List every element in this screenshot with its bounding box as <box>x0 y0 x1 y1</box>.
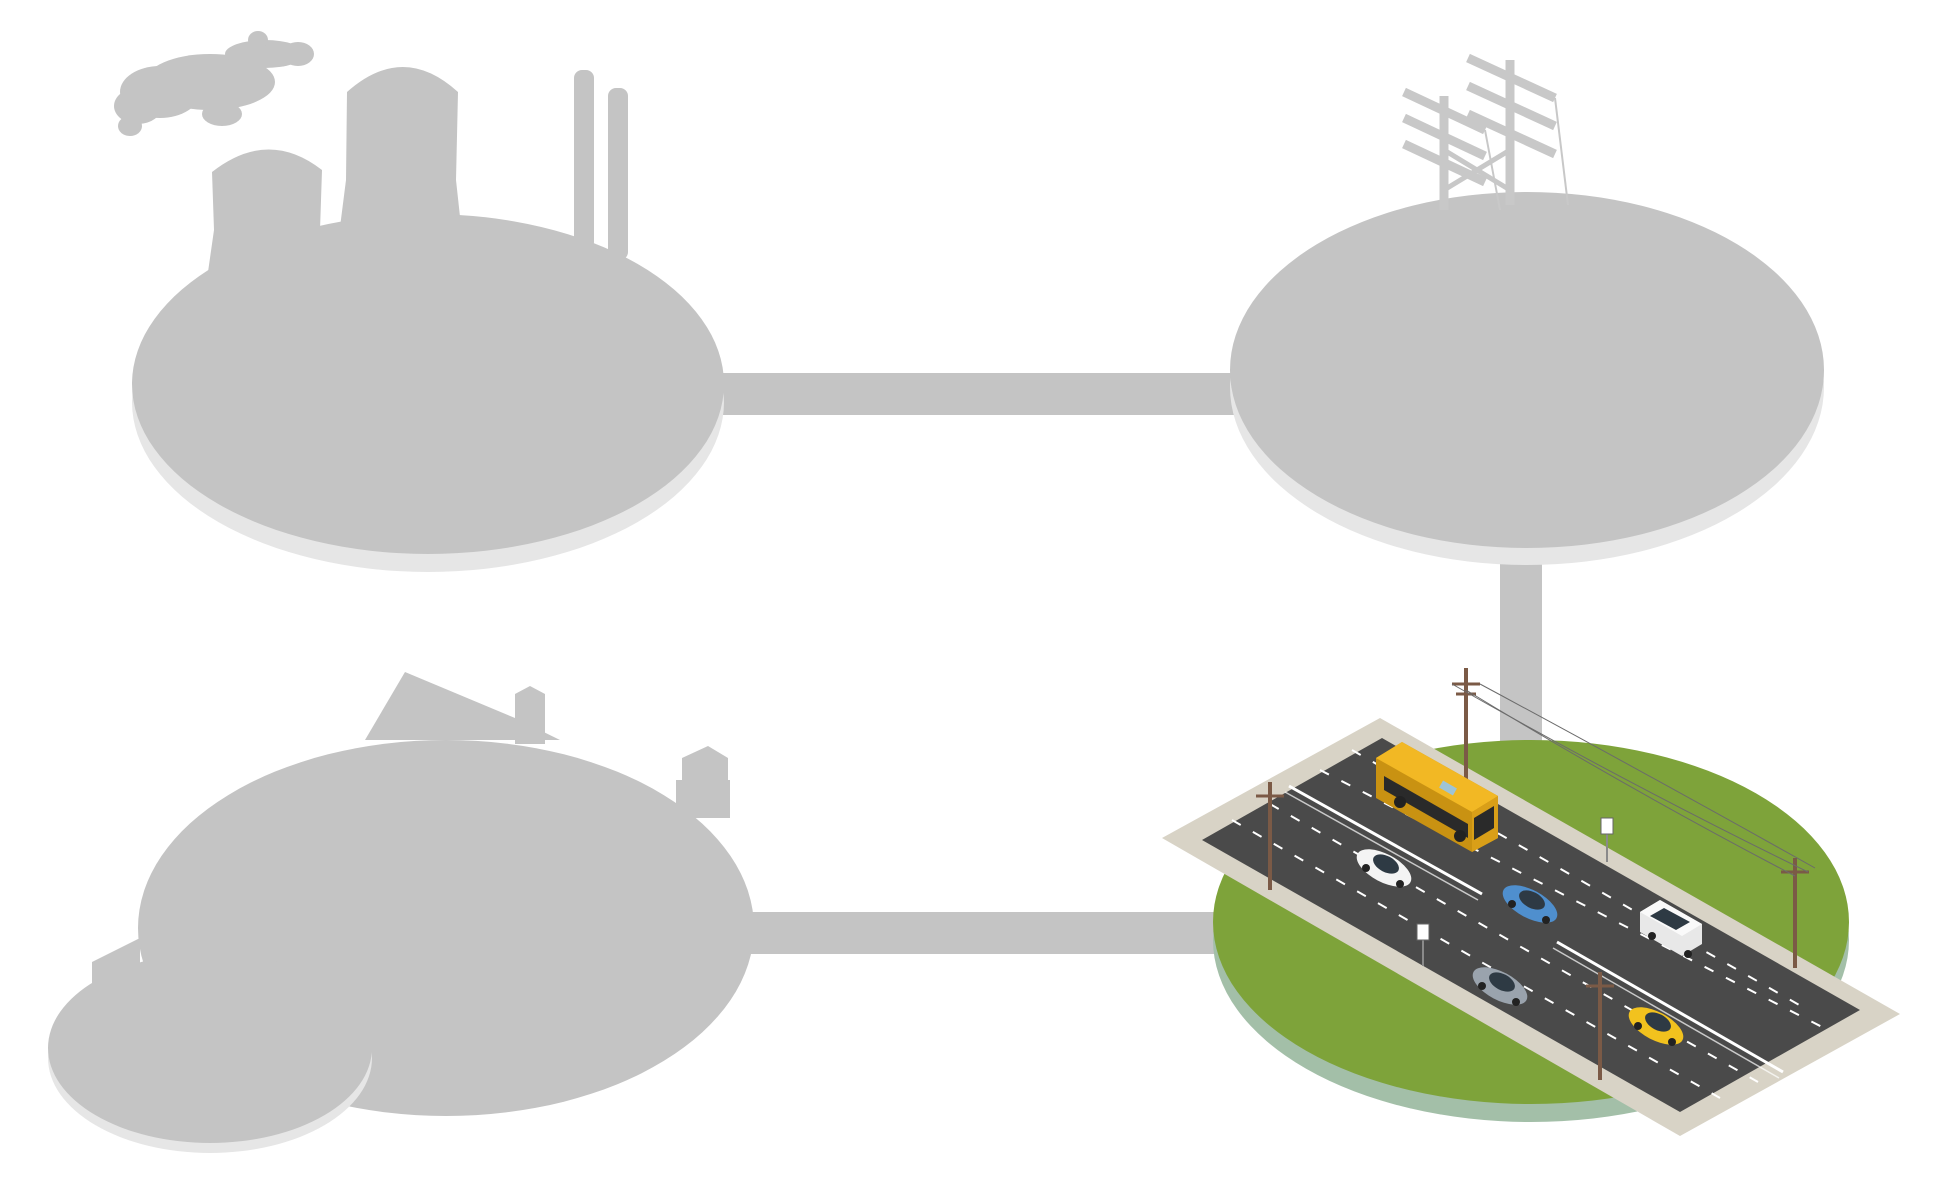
house-icon <box>92 672 730 990</box>
suv-white <box>1640 900 1702 958</box>
house-node[interactable] <box>48 672 754 1153</box>
connector-tower-to-highway <box>1500 540 1542 760</box>
road-asphalt <box>1202 738 1860 1112</box>
car-blue <box>1502 885 1558 924</box>
transmission-node[interactable] <box>1230 53 1824 565</box>
connectors <box>715 373 1542 954</box>
vehicles <box>1356 742 1702 1046</box>
lane-markings <box>1231 749 1829 1099</box>
road-signs <box>1416 817 1614 966</box>
connector-highway-to-house <box>740 912 1240 954</box>
car-white <box>1356 849 1412 888</box>
house-small-platform <box>48 953 372 1143</box>
highway-node[interactable] <box>1162 668 1900 1136</box>
lane-dividers <box>1284 784 1784 1079</box>
power-plant-node[interactable] <box>114 31 724 572</box>
highway-icon <box>1162 668 1900 1136</box>
connector-plant-to-tower <box>715 373 1245 415</box>
power-tower-icon <box>1402 53 1569 211</box>
smoke-icon <box>114 31 314 136</box>
road-sign <box>1416 923 1430 941</box>
bus <box>1376 742 1498 852</box>
car-yellow <box>1628 1007 1684 1046</box>
car-grey <box>1472 967 1528 1006</box>
factory-icon <box>114 31 628 300</box>
road-sign <box>1600 817 1614 835</box>
tower-platform <box>1230 192 1824 548</box>
power-wires <box>1451 683 1816 877</box>
